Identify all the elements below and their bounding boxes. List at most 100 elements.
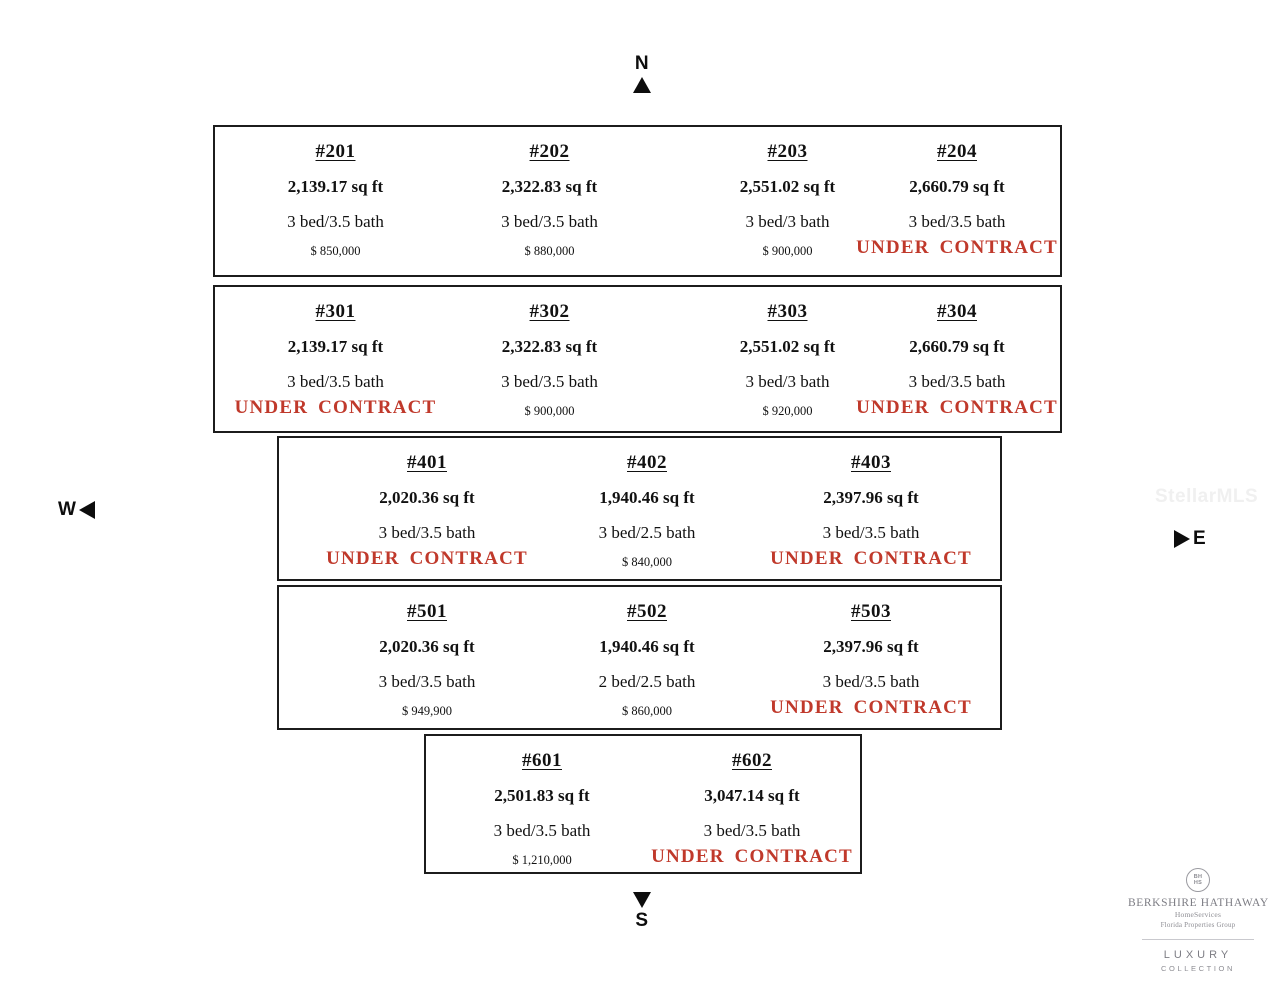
unit-cell[interactable]: #303 2,551.02 sq ft 3 bed/3 bath $ 920,000 (675, 287, 900, 431)
unit-bed-bath: 3 bed/2.5 bath (598, 523, 696, 542)
compass-north-label: N (634, 53, 650, 74)
unit-price: $ 900,000 (524, 404, 575, 418)
arrow-right-icon (1174, 529, 1190, 548)
unit-cell[interactable]: #302 2,322.83 sq ft 3 bed/3.5 bath $ 900,0… (437, 287, 662, 431)
unit-cell[interactable]: #502 1,940.46 sq ft 2 bed/2.5 bath $ 860,00… (527, 587, 767, 728)
unit-number: #503 (851, 601, 891, 622)
unit-bed-bath: 3 bed/3.5 bath (908, 212, 1006, 231)
unit-bed-bath: 3 bed/3.5 bath (822, 523, 920, 542)
unit-square-feet: 1,940.46 sq ft (599, 488, 695, 507)
unit-number: #403 (851, 452, 891, 473)
unit-number: #304 (937, 301, 977, 322)
unit-price: $ 840,000 (622, 555, 672, 569)
unit-number: #202 (529, 141, 570, 162)
brand-collection-line-1: LUXURY (1163, 949, 1233, 961)
status-badge: UNDER CONTRACT (234, 397, 437, 418)
unit-bed-bath: 3 bed/3.5 bath (287, 212, 384, 231)
unit-price: $ 860,000 (622, 704, 672, 718)
unit-price: $ 900,000 (762, 244, 813, 258)
unit-bed-bath: 3 bed/3.5 bath (501, 372, 598, 391)
seal-line-1: BH (1193, 874, 1203, 880)
unit-bed-bath: 2 bed/2.5 bath (598, 672, 696, 691)
compass-south: S (612, 892, 672, 930)
unit-number: #502 (627, 601, 667, 622)
unit-number: #501 (407, 601, 447, 622)
brand-group: Florida Properties Group (1160, 921, 1236, 929)
unit-bed-bath: 3 bed/3.5 bath (287, 372, 384, 391)
unit-number: #301 (315, 301, 356, 322)
unit-square-feet: 2,322.83 sq ft (501, 337, 598, 356)
unit-price: $ 949,900 (402, 704, 452, 718)
unit-bed-bath: 3 bed/3 bath (745, 212, 830, 231)
seal-line-2: HS (1193, 880, 1203, 886)
brand-division: HomeServices (1174, 910, 1222, 919)
brand-collection-line-2: COLLECTION (1161, 964, 1235, 973)
unit-square-feet: 2,020.36 sq ft (379, 488, 475, 507)
unit-bed-bath: 3 bed/3.5 bath (378, 523, 476, 542)
status-badge: UNDER CONTRACT (651, 846, 853, 867)
unit-price: $ 920,000 (762, 404, 813, 418)
unit-price: $ 880,000 (524, 244, 575, 258)
unit-number: #303 (767, 301, 808, 322)
stellar-mls-watermark: StellarMLS (1155, 486, 1259, 507)
unit-square-feet: 3,047.14 sq ft (704, 786, 800, 805)
unit-square-feet: 2,139.17 sq ft (287, 177, 384, 196)
compass-south-label: S (635, 910, 649, 931)
brand-divider (1142, 939, 1254, 940)
arrow-left-icon (79, 500, 96, 519)
compass-north: N (612, 54, 672, 93)
unit-square-feet: 2,551.02 sq ft (739, 337, 836, 356)
arrow-down-icon (633, 892, 651, 908)
unit-bed-bath: 3 bed/3.5 bath (908, 372, 1006, 391)
unit-square-feet: 2,322.83 sq ft (501, 177, 598, 196)
unit-number: #203 (767, 141, 808, 162)
unit-number: #204 (937, 141, 977, 162)
unit-price: $ 1,210,000 (512, 853, 572, 867)
unit-square-feet: 2,397.96 sq ft (823, 488, 919, 507)
unit-cell[interactable]: #201 2,139.17 sq ft 3 bed/3.5 bath $ 850,0… (223, 127, 448, 275)
unit-bed-bath: 3 bed/3.5 bath (378, 672, 476, 691)
bhhs-seal-icon: BH HS (1186, 868, 1210, 892)
compass-east-label: E (1193, 528, 1207, 549)
unit-number: #402 (627, 452, 667, 473)
status-badge: UNDER CONTRACT (326, 548, 528, 569)
unit-bed-bath: 3 bed/3 bath (745, 372, 830, 391)
unit-cell[interactable]: #202 2,322.83 sq ft 3 bed/3.5 bath $ 880,0… (437, 127, 662, 275)
compass-west: W (58, 499, 96, 520)
status-badge: UNDER CONTRACT (856, 397, 1058, 418)
unit-cell[interactable]: #402 1,940.46 sq ft 3 bed/2.5 bath $ 840,00… (527, 438, 767, 579)
unit-bed-bath: 3 bed/3.5 bath (822, 672, 920, 691)
unit-number: #201 (315, 141, 356, 162)
compass-east: E (1174, 529, 1206, 548)
brokerage-logo: BH HS BERKSHIRE HATHAWAY HomeServices Fl… (1128, 868, 1268, 973)
unit-bed-bath: 3 bed/3.5 bath (501, 212, 598, 231)
unit-bed-bath: 3 bed/3.5 bath (493, 821, 591, 840)
unit-price: $ 850,000 (310, 244, 361, 258)
status-badge: UNDER CONTRACT (770, 697, 972, 718)
unit-square-feet: 1,940.46 sq ft (599, 637, 695, 656)
compass-west-label: W (58, 499, 77, 520)
status-badge: UNDER CONTRACT (856, 237, 1058, 258)
unit-number: #601 (522, 750, 562, 771)
unit-number: #401 (407, 452, 447, 473)
arrow-up-icon (633, 77, 651, 93)
brand-name: BERKSHIRE HATHAWAY (1128, 897, 1269, 909)
unit-number: #302 (529, 301, 570, 322)
unit-square-feet: 2,139.17 sq ft (287, 337, 384, 356)
floor-box: #201 2,139.17 sq ft 3 bed/3.5 bath $ 850,0… (213, 125, 1062, 277)
unit-square-feet: 2,660.79 sq ft (909, 177, 1005, 196)
